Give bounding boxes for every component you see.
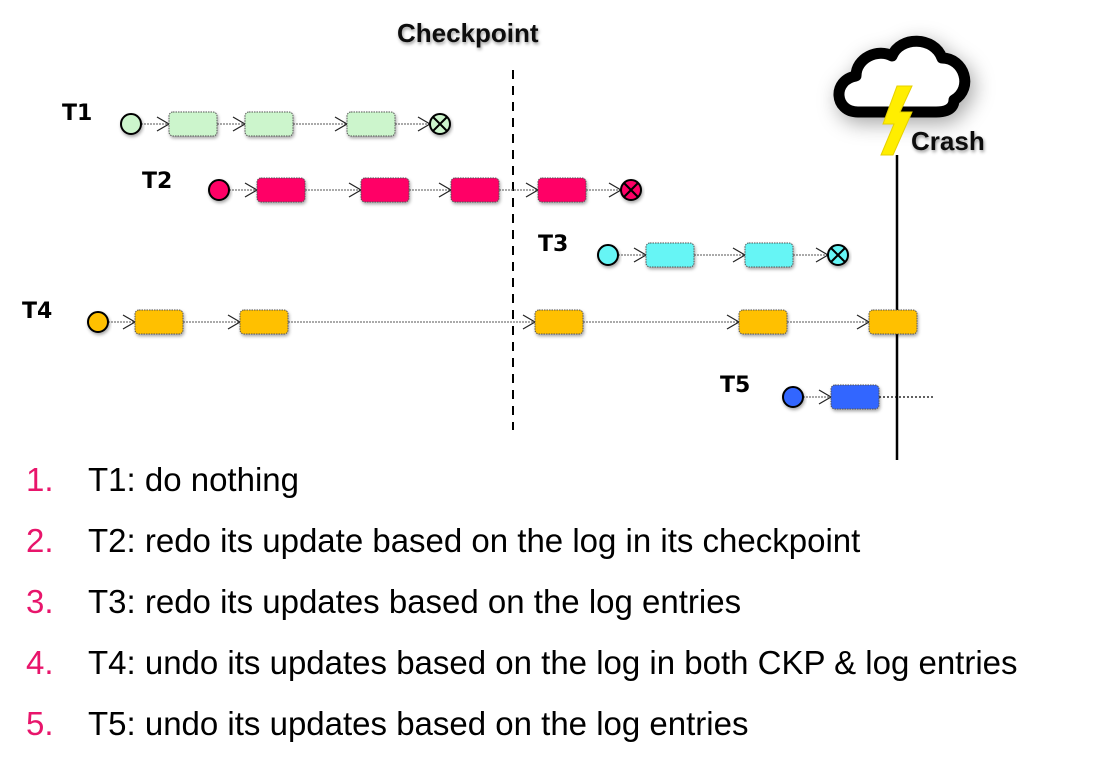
action-number: 5. bbox=[26, 705, 54, 742]
start-node-icon bbox=[208, 179, 230, 201]
update-box bbox=[346, 111, 396, 137]
transaction-t4: T4 bbox=[22, 299, 918, 335]
update-box bbox=[134, 309, 184, 335]
update-box bbox=[239, 309, 289, 335]
action-number: 3. bbox=[26, 583, 54, 620]
recovery-actions-list: 1. T1: do nothing 2. T2: redo its update b… bbox=[26, 456, 1018, 761]
action-item: 4. T4: undo its updates based on the log … bbox=[26, 639, 1018, 700]
update-box bbox=[244, 111, 294, 137]
commit-node-icon bbox=[827, 244, 849, 266]
action-number: 2. bbox=[26, 522, 54, 559]
action-item: 5. T5: undo its updates based on the log … bbox=[26, 700, 1018, 761]
transaction-t3: T3 bbox=[538, 232, 849, 268]
crash-cloud-icon bbox=[833, 35, 971, 118]
transaction-label: T3 bbox=[538, 232, 568, 257]
update-box bbox=[645, 242, 695, 268]
update-box bbox=[868, 309, 918, 335]
commit-cross bbox=[830, 247, 846, 263]
update-box bbox=[168, 111, 218, 137]
action-item: 2. T2: redo its update based on the log i… bbox=[26, 517, 1018, 578]
update-box bbox=[256, 177, 306, 203]
action-text: T4: undo its updates based on the log in… bbox=[88, 644, 1018, 681]
action-text: T3: redo its updates based on the log en… bbox=[88, 583, 742, 620]
start-node-icon bbox=[782, 386, 804, 408]
update-box bbox=[360, 177, 410, 203]
update-box bbox=[744, 242, 794, 268]
checkpoint-label: Checkpoint bbox=[397, 18, 539, 48]
action-text: T2: redo its update based on the log in … bbox=[88, 522, 861, 559]
action-item: 3. T3: redo its updates based on the log … bbox=[26, 578, 1018, 639]
action-text: T5: undo its updates based on the log en… bbox=[88, 705, 749, 742]
start-node-icon bbox=[120, 113, 142, 135]
lightning-icon bbox=[880, 85, 913, 156]
update-box bbox=[450, 177, 500, 203]
start-node-icon bbox=[597, 244, 619, 266]
commit-node-icon bbox=[429, 113, 451, 135]
start-node-icon bbox=[87, 311, 109, 333]
transaction-t1: T1 bbox=[62, 101, 451, 137]
update-box bbox=[738, 309, 788, 335]
commit-cross bbox=[432, 116, 448, 132]
action-number: 4. bbox=[26, 644, 54, 681]
crash-label: Crash bbox=[911, 126, 985, 156]
action-text: T1: do nothing bbox=[88, 461, 299, 498]
update-box bbox=[534, 309, 584, 335]
action-item: 1. T1: do nothing bbox=[26, 456, 1018, 517]
transaction-label: T1 bbox=[62, 101, 92, 126]
update-box bbox=[537, 177, 587, 203]
update-box bbox=[830, 384, 880, 410]
commit-node-icon bbox=[620, 179, 642, 201]
transaction-t2: T2 bbox=[142, 169, 642, 203]
transaction-label: T4 bbox=[22, 299, 52, 324]
transaction-label: T2 bbox=[142, 169, 172, 194]
action-number: 1. bbox=[26, 461, 54, 498]
transaction-t5: T5 bbox=[720, 373, 935, 410]
commit-cross bbox=[623, 182, 639, 198]
transaction-label: T5 bbox=[720, 373, 750, 398]
